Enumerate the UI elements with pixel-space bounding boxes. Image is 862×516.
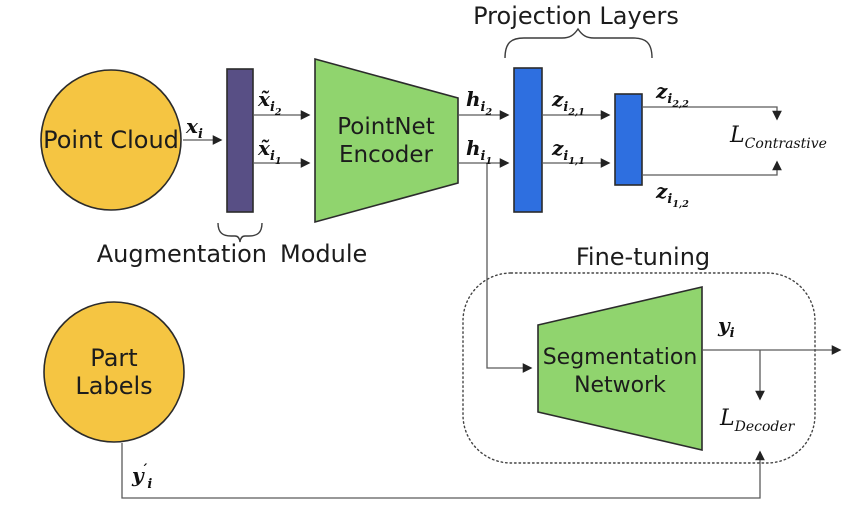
- segmentation-network-label-line1: Segmentation: [543, 345, 698, 370]
- point-cloud-label: Point Cloud: [43, 126, 179, 154]
- arrow-y-prime-to-decoder-loss: [121, 443, 765, 499]
- part-labels-label-line2: Labels: [75, 372, 152, 400]
- augmentation-underbrace: [217, 222, 263, 243]
- part-labels-label-line1: Part: [90, 344, 137, 372]
- arrow-h-to-segmentation: [486, 163, 533, 373]
- projection-layer-1-rect: [513, 67, 543, 213]
- projection-layers-group: Projection Layers: [473, 2, 679, 213]
- label-h-i2: hi2: [466, 87, 493, 118]
- fine-tuning-box: [462, 272, 816, 464]
- label-z-i22: zi2,2: [655, 79, 689, 110]
- projection-layers-title: Projection Layers: [473, 2, 679, 30]
- label-x-tilde-i1: x̃i1: [257, 136, 282, 167]
- point-cloud-circle: [40, 69, 182, 211]
- pointnet-encoder-label-line1: PointNet: [337, 114, 434, 140]
- label-z-i12: zi1,2: [655, 179, 689, 210]
- pointnet-encoder-label-line2: Encoder: [339, 142, 434, 168]
- label-z-i11: zi1,1: [551, 136, 585, 167]
- label-loss-decoder: LDecoder: [719, 406, 796, 435]
- segmentation-network-label-line2: Network: [574, 373, 666, 398]
- part-labels-node: Part Labels: [43, 301, 185, 443]
- arrow-z-i22-to-loss: [643, 106, 782, 121]
- label-z-i21: zi2,1: [551, 87, 585, 118]
- label-y-prime-i: y′i: [131, 462, 152, 492]
- label-x-i: xi: [185, 114, 203, 142]
- segmentation-network-trapezoid: [537, 285, 703, 452]
- pointnet-encoder-trapezoid: [314, 57, 459, 224]
- augmentation-rect: [226, 68, 254, 213]
- arrow-z-i12-to-loss: [643, 160, 782, 176]
- label-y-i: yi: [717, 313, 735, 341]
- label-x-tilde-i2: x̃i2: [257, 87, 282, 118]
- pointnet-encoder-node: PointNet Encoder: [314, 57, 459, 224]
- math-labels: xi x̃i2 x̃i1 hi2 hi1 zi2,1 zi1,1 zi2,2 z…: [131, 79, 827, 492]
- wires: [121, 106, 842, 499]
- projection-layer-2-rect: [614, 93, 643, 186]
- fine-tuning-title: Fine-tuning: [576, 243, 710, 271]
- projection-layers-overbrace: [504, 27, 653, 59]
- label-loss-contrastive: LContrastive: [729, 123, 827, 152]
- point-cloud-node: Point Cloud: [40, 69, 182, 211]
- label-h-i1: hi1: [466, 136, 492, 167]
- part-labels-circle: [43, 301, 185, 443]
- fine-tuning-group: Fine-tuning Segmentation Network: [537, 243, 710, 452]
